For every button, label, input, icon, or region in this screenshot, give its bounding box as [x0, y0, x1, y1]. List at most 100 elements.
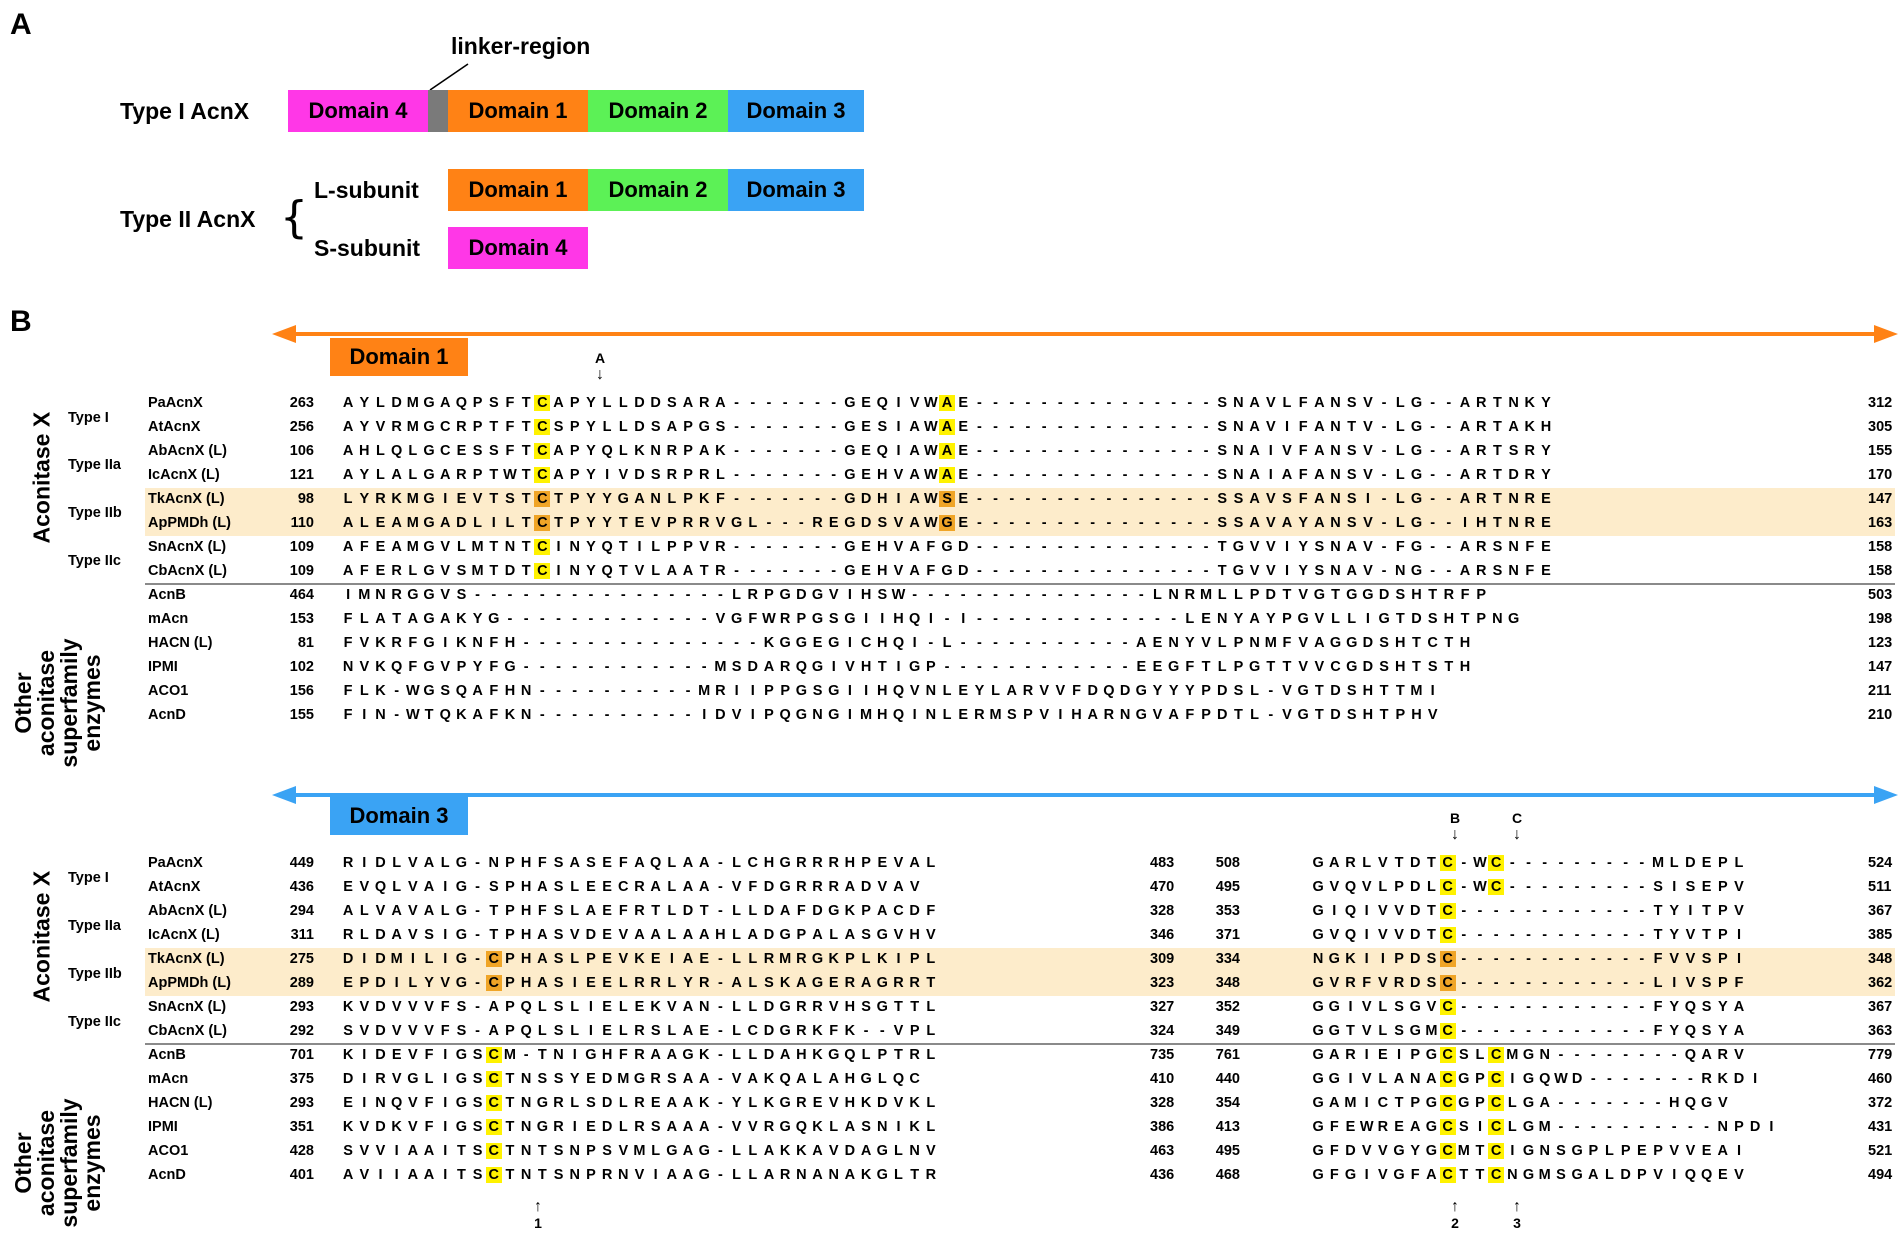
type1-acnx-label: Type I AcnX: [120, 98, 250, 124]
domain1-range-arrow: [272, 325, 1898, 343]
segment2-end: 372: [1868, 1095, 1893, 1111]
start-position: 153: [289, 611, 314, 627]
end-position: 503: [1868, 587, 1893, 603]
segment2-start: 413: [1215, 1119, 1240, 1135]
type2b-label-block1: Type IIb: [68, 505, 122, 521]
start-position: 156: [289, 683, 314, 699]
panel-a-letter: A: [10, 8, 32, 41]
segment1-start: 449: [289, 855, 314, 871]
segment2-start: 352: [1215, 999, 1240, 1015]
end-position: 198: [1868, 611, 1893, 627]
segment2-start: 440: [1215, 1071, 1240, 1087]
segment1-end: 309: [1150, 951, 1175, 967]
site-a-letter: A: [594, 350, 606, 366]
site-1-number: 1: [534, 1215, 542, 1231]
start-position: 98: [297, 491, 314, 507]
sequence-name: SnAcnX (L): [148, 999, 227, 1015]
site-c-arrow: ↓: [1513, 826, 1521, 843]
sequence-name: ApPMDh (L): [148, 515, 231, 531]
type2-acnx-label: Type II AcnX: [120, 206, 256, 232]
start-position: 155: [289, 707, 314, 723]
sequence-name: TkAcnX (L): [148, 951, 225, 967]
domain3-range-arrow: [272, 786, 1898, 804]
segment1-start: 428: [289, 1143, 314, 1159]
sequence-name: ACO1: [148, 1143, 189, 1159]
type-iib-band: [145, 512, 1895, 536]
type1-domain1: Domain 1: [448, 90, 588, 132]
segment1-end: 386: [1150, 1119, 1175, 1135]
sequence-name: AbAcnX (L): [148, 443, 227, 459]
end-position: 147: [1868, 491, 1893, 507]
sequence-name: AcnD: [148, 1167, 186, 1183]
segment1-end: 328: [1150, 1095, 1175, 1111]
segment2-end: 348: [1868, 951, 1893, 967]
sequence-name: PaAcnX: [148, 855, 203, 871]
site-b-arrow: ↓: [1451, 826, 1459, 843]
segment1-start: 293: [289, 1095, 314, 1111]
site-3-number: 3: [1513, 1215, 1521, 1231]
segment2-end: 367: [1868, 903, 1893, 919]
site-2-number: 2: [1451, 1215, 1459, 1231]
end-position: 158: [1868, 539, 1893, 555]
type1-linker-region: [428, 90, 448, 132]
start-position: 110: [290, 515, 314, 531]
sequence-name: AbAcnX (L): [148, 903, 227, 919]
segment2-end: 779: [1868, 1047, 1893, 1063]
start-position: 464: [289, 587, 314, 603]
type2c-label-block1: Type IIc: [68, 553, 121, 569]
type-iib-band: [145, 488, 1895, 512]
segment1-start: 292: [289, 1023, 314, 1039]
s-subunit-label: S-subunit: [314, 235, 421, 261]
site-b-letter: B: [1449, 810, 1461, 826]
end-position: 158: [1868, 563, 1893, 579]
s-subunit-domain4: Domain 4: [448, 227, 588, 269]
start-position: 106: [289, 443, 314, 459]
type-iib-band: [145, 972, 1895, 996]
start-position: 109: [289, 563, 314, 579]
segment2-start: 508: [1215, 855, 1240, 871]
type1-label-block1: Type I: [68, 410, 109, 426]
sequence-name: IcAcnX (L): [148, 467, 220, 483]
segment1-start: 293: [289, 999, 314, 1015]
segment2-start: 334: [1215, 951, 1240, 967]
group-separator: [145, 1043, 1895, 1045]
end-position: 155: [1868, 443, 1893, 459]
start-position: 81: [297, 635, 314, 651]
segment2-start: 371: [1215, 927, 1240, 943]
sequence-name: HACN (L): [148, 1095, 213, 1111]
end-position: 170: [1868, 467, 1893, 483]
end-position: 305: [1868, 419, 1893, 435]
